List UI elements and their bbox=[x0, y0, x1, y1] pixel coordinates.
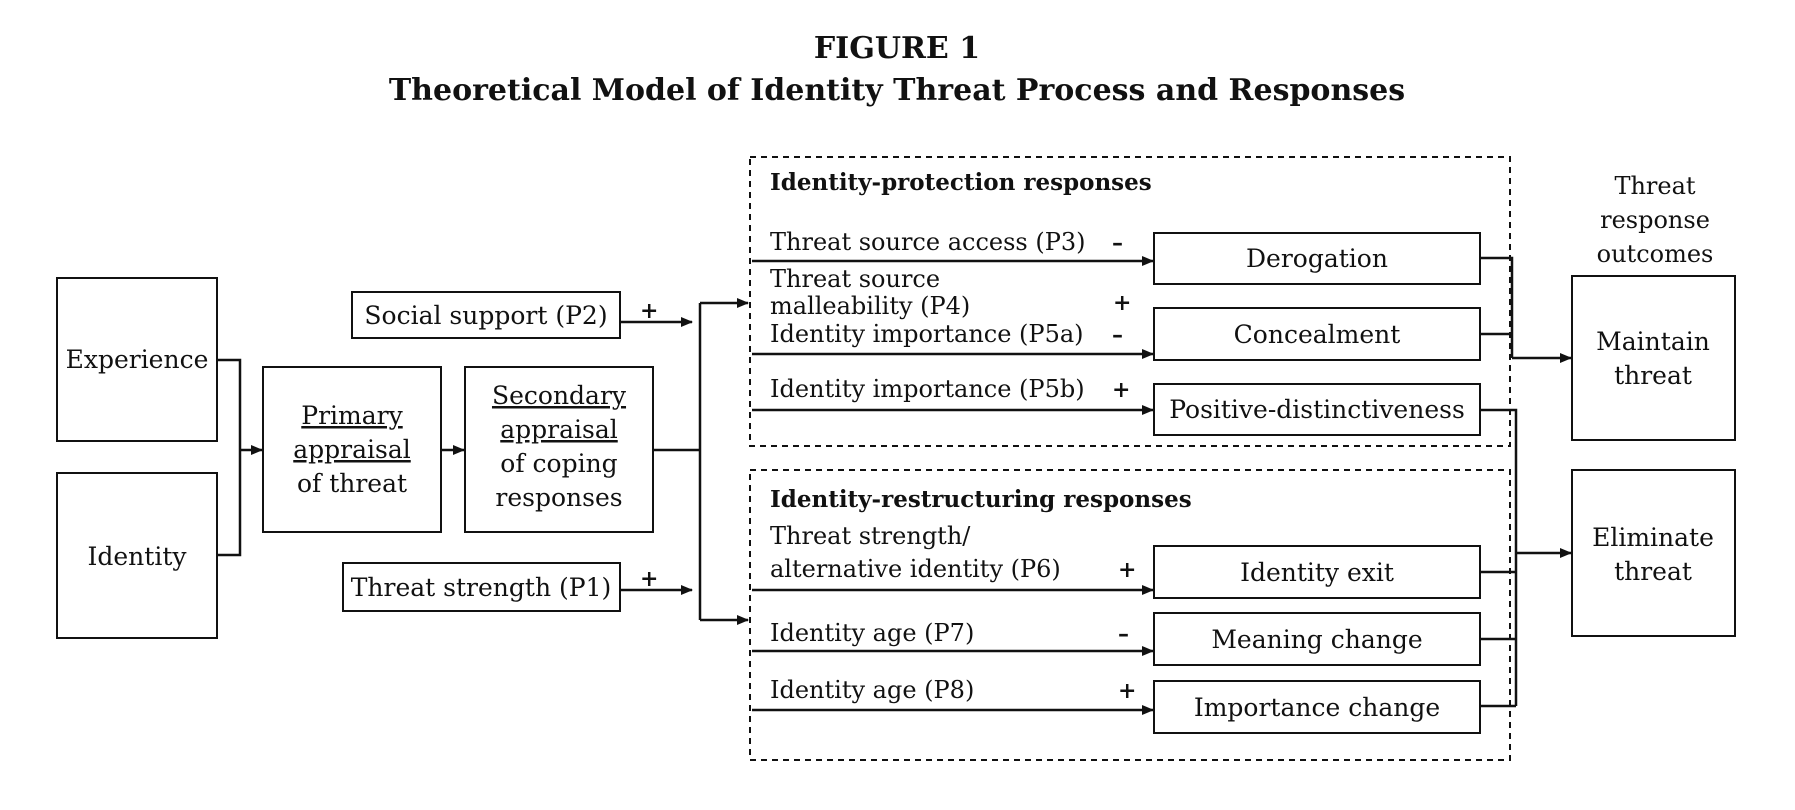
social-support-sign: + bbox=[640, 298, 658, 324]
experience-connector bbox=[217, 358, 242, 450]
outcomes-header-line2: response bbox=[1600, 206, 1710, 234]
importance-change-label: Importance change bbox=[1194, 693, 1440, 722]
p5b-sign: + bbox=[1112, 377, 1130, 403]
concealment-label: Concealment bbox=[1234, 320, 1401, 349]
secondary-appraisal-line1: Secondary bbox=[492, 381, 627, 410]
eliminate-threat-line1: Eliminate bbox=[1592, 523, 1714, 552]
p7-sign: – bbox=[1118, 621, 1129, 647]
importance-change-box bbox=[1153, 680, 1481, 734]
p8-sign: + bbox=[1118, 678, 1136, 704]
p4-label-line1: Threat source bbox=[770, 265, 940, 293]
identity-exit-label: Identity exit bbox=[1240, 558, 1394, 587]
experience-label: Experience bbox=[66, 345, 209, 374]
secondary-appraisal-line2: appraisal bbox=[500, 415, 618, 444]
social-support-label: Social support (P2) bbox=[364, 301, 607, 330]
positive-distinctiveness-label: Positive-distinctiveness bbox=[1169, 395, 1465, 424]
maintain-threat-line2: threat bbox=[1614, 361, 1692, 390]
figure-title: Theoretical Model of Identity Threat Pro… bbox=[389, 73, 1405, 108]
threat-strength-label: Threat strength (P1) bbox=[351, 573, 611, 602]
p6-sign: + bbox=[1118, 557, 1136, 583]
p5b-label: Identity importance (P5b) bbox=[770, 375, 1085, 403]
maintain-threat-line1: Maintain bbox=[1596, 327, 1710, 356]
protection-group-box bbox=[749, 156, 1511, 447]
secondary-appraisal-line3: of coping bbox=[500, 449, 617, 478]
threat-strength-sign: + bbox=[640, 566, 658, 592]
p5a-label: Identity importance (P5a) bbox=[770, 320, 1084, 348]
identity-label: Identity bbox=[88, 542, 188, 571]
p6-label-line2: alternative identity (P6) bbox=[770, 555, 1061, 583]
positive-distinctiveness-box bbox=[1153, 383, 1481, 436]
p4-label-line2: malleability (P4) bbox=[770, 292, 970, 320]
concealment-box bbox=[1153, 307, 1481, 361]
p5a-sign: – bbox=[1112, 322, 1123, 348]
figure-label: FIGURE 1 bbox=[814, 31, 980, 66]
outcomes-header-line1: Threat bbox=[1614, 172, 1695, 200]
p8-label: Identity age (P8) bbox=[770, 676, 974, 704]
identity-box bbox=[56, 472, 218, 639]
p3-sign: – bbox=[1112, 230, 1123, 256]
identity-connector bbox=[217, 450, 242, 557]
p3-label: Threat source access (P3) bbox=[770, 228, 1086, 256]
primary-appraisal-line1: Primary bbox=[301, 401, 403, 430]
eliminate-threat-box bbox=[1571, 469, 1736, 637]
p4-sign: + bbox=[1113, 290, 1131, 316]
p6-label-line1: Threat strength/ bbox=[770, 522, 971, 550]
protection-title: Identity-protection responses bbox=[770, 169, 1152, 196]
meaning-change-label: Meaning change bbox=[1211, 625, 1422, 654]
secondary-appraisal-line4: responses bbox=[495, 483, 622, 512]
meaning-change-box bbox=[1153, 612, 1481, 666]
derogation-label: Derogation bbox=[1246, 244, 1388, 273]
maintain-threat-box bbox=[1571, 275, 1736, 441]
eliminate-threat-line2: threat bbox=[1614, 557, 1692, 586]
threat-strength-box bbox=[342, 562, 621, 612]
primary-appraisal-line3: of threat bbox=[297, 469, 407, 498]
positive-distinctiveness-connector bbox=[1480, 408, 1518, 706]
outcomes-header-line3: outcomes bbox=[1597, 240, 1714, 268]
restructuring-group-box bbox=[749, 469, 1511, 761]
derogation-box bbox=[1153, 232, 1481, 285]
derogation-connector bbox=[1480, 256, 1514, 358]
p7-label: Identity age (P7) bbox=[770, 619, 974, 647]
primary-appraisal-line2: appraisal bbox=[293, 435, 411, 464]
social-support-box bbox=[351, 291, 621, 339]
restructuring-title: Identity-restructuring responses bbox=[770, 486, 1192, 513]
